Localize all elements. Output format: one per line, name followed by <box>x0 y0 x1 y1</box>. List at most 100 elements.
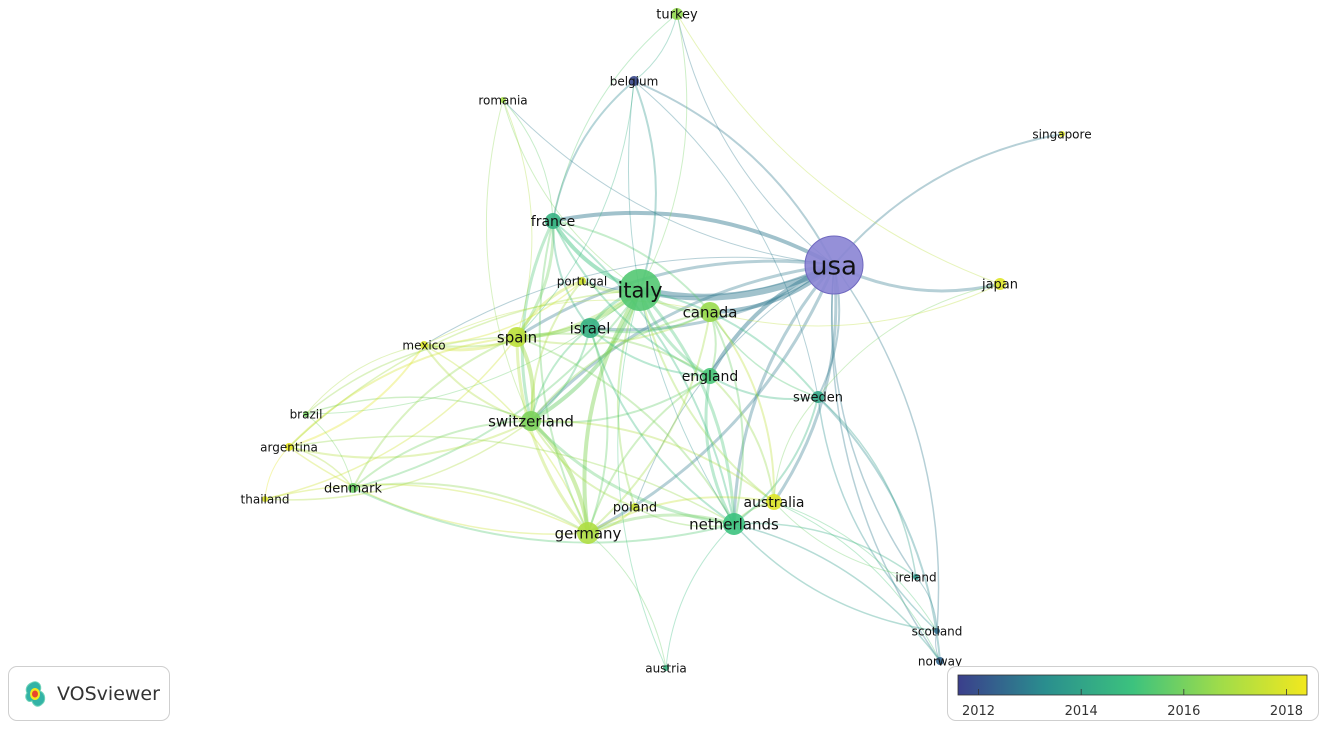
brand-logo-box[interactable]: VOSviewer <box>8 666 170 721</box>
link-germany-canada <box>587 311 711 534</box>
node-label-italy[interactable]: italy <box>617 279 662 303</box>
link-portugal-switzerland <box>530 280 583 422</box>
link-argentina-denmark <box>288 446 354 489</box>
node-belgium[interactable] <box>629 76 639 86</box>
node-sweden[interactable] <box>812 391 824 403</box>
node-label-france[interactable]: france <box>531 214 575 230</box>
node-label-romania[interactable]: romania <box>478 93 527 107</box>
node-israel[interactable] <box>580 318 600 338</box>
node-switzerland[interactable] <box>521 411 541 431</box>
link-france-israel <box>551 220 591 329</box>
node-brazil[interactable] <box>303 411 309 417</box>
link-france-belgium <box>552 80 635 222</box>
node-ireland[interactable] <box>913 574 919 580</box>
link-canada-mexico <box>423 299 711 346</box>
link-brazil-denmark <box>305 413 354 489</box>
node-romania[interactable] <box>500 97 506 103</box>
node-label-netherlands[interactable]: netherlands <box>689 515 779 533</box>
legend-tick-label-3: 2018 <box>1270 704 1303 719</box>
link-italy-poland <box>616 289 641 508</box>
link-italy-netherlands <box>638 288 736 526</box>
link-mexico-brazil <box>305 344 425 415</box>
node-label-portugal[interactable]: portugal <box>557 274 608 288</box>
node-label-belgium[interactable]: belgium <box>610 74 659 88</box>
link-england-spain <box>516 332 711 377</box>
node-norway[interactable] <box>936 657 944 665</box>
node-australia[interactable] <box>766 494 782 510</box>
node-canada[interactable] <box>700 302 720 322</box>
node-label-switzerland[interactable]: switzerland <box>488 412 574 430</box>
link-switzerland-argentina <box>288 420 532 459</box>
link-france-germany <box>538 220 589 534</box>
link-italy-brazil <box>305 289 641 415</box>
node-portugal[interactable] <box>578 277 586 285</box>
link-france-england <box>552 220 711 377</box>
link-israel-switzerland <box>530 327 591 422</box>
node-netherlands[interactable] <box>723 513 745 535</box>
node-label-mexico[interactable]: mexico <box>402 338 445 352</box>
node-austria[interactable] <box>663 665 669 671</box>
node-label-canada[interactable]: canada <box>683 303 738 321</box>
node-poland[interactable] <box>631 503 639 511</box>
node-label-japan[interactable]: japan <box>981 278 1018 293</box>
node-singapore[interactable] <box>1059 131 1065 137</box>
node-label-ireland[interactable]: ireland <box>895 570 936 584</box>
node-germany[interactable] <box>577 522 599 544</box>
node-label-usa[interactable]: usa <box>811 251 857 281</box>
link-italy-australia <box>639 289 775 503</box>
link-netherlands-argentina <box>288 435 735 525</box>
legend-color-bar <box>957 674 1308 696</box>
link-usa-switzerland <box>529 263 836 423</box>
node-label-thailand[interactable]: thailand <box>241 492 290 506</box>
link-switzerland-israel <box>530 327 591 422</box>
link-switzerland-poland <box>530 420 636 508</box>
link-france-canada <box>552 220 711 313</box>
node-label-germany[interactable]: germany <box>555 524 622 542</box>
link-sweden-ireland <box>817 396 917 578</box>
link-canada-sweden <box>709 311 819 398</box>
node-label-singapore[interactable]: singapore <box>1032 127 1091 141</box>
node-label-turkey[interactable]: turkey <box>656 8 698 23</box>
node-turkey[interactable] <box>671 8 683 20</box>
link-germany-denmark <box>352 482 589 534</box>
node-label-poland[interactable]: poland <box>613 501 657 516</box>
node-label-austria[interactable]: austria <box>645 661 687 675</box>
link-switzerland-germany <box>529 419 590 535</box>
link-france-switzerland <box>520 219 555 423</box>
node-japan[interactable] <box>994 278 1006 290</box>
node-label-australia[interactable]: australia <box>744 495 805 511</box>
link-spain-canada <box>516 311 711 346</box>
node-mexico[interactable] <box>420 341 428 349</box>
link-japan-sweden <box>817 283 1001 398</box>
node-england[interactable] <box>702 368 718 384</box>
link-portugal-mexico <box>423 280 583 346</box>
link-italy-denmark <box>352 289 641 489</box>
node-scotland[interactable] <box>934 628 940 634</box>
node-spain[interactable] <box>507 327 527 347</box>
link-usa-netherlands <box>732 263 836 526</box>
labels-layer: usa italy france canada spain israel portugal m… <box>241 8 1092 676</box>
node-label-england[interactable]: england <box>682 369 739 385</box>
node-usa[interactable] <box>804 235 864 295</box>
node-argentina[interactable] <box>285 443 293 451</box>
link-italy-mexico <box>423 289 641 348</box>
link-italy-sweden <box>639 289 819 398</box>
node-denmark[interactable] <box>348 483 358 493</box>
link-usa-singapore <box>833 133 1063 266</box>
node-label-denmark[interactable]: denmark <box>324 482 382 497</box>
node-label-spain[interactable]: spain <box>497 328 537 346</box>
node-france[interactable] <box>545 213 561 229</box>
node-label-scotland[interactable]: scotland <box>912 624 963 638</box>
link-france-spain <box>515 219 555 339</box>
node-label-sweden[interactable]: sweden <box>793 391 843 406</box>
node-label-argentina[interactable]: argentina <box>260 440 318 454</box>
node-thailand[interactable] <box>262 496 268 502</box>
node-label-israel[interactable]: israel <box>570 319 611 337</box>
node-label-brazil[interactable]: brazil <box>290 407 323 421</box>
node-italy[interactable] <box>619 269 661 311</box>
link-australia-norway <box>773 501 941 662</box>
node-label-norway[interactable]: norway <box>918 654 962 668</box>
link-switzerland-australia <box>530 419 775 503</box>
